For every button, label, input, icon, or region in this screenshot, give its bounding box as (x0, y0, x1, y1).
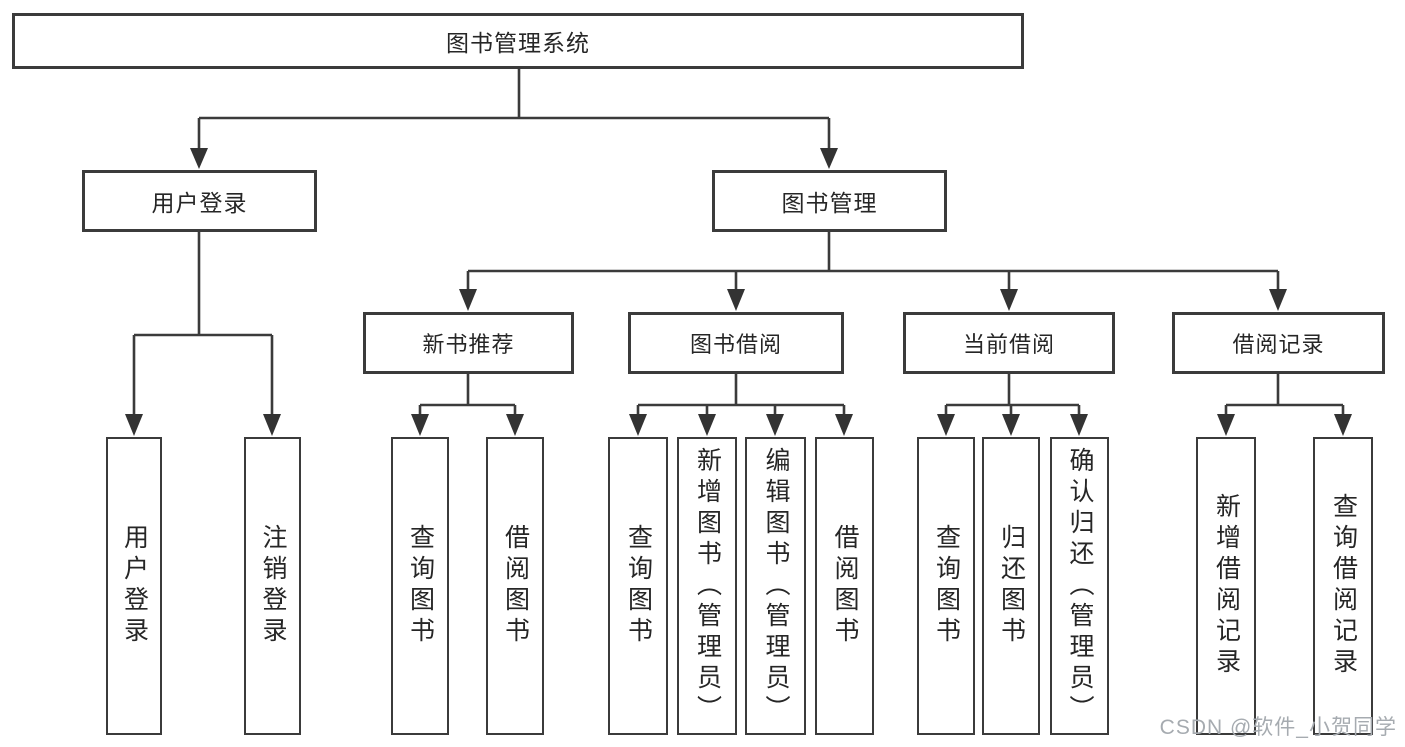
leaf-label: 归还图书 (997, 524, 1026, 648)
arrow-down-icon (1000, 289, 1018, 311)
node-book-management-label: 图书管理 (781, 190, 878, 216)
leaf-label: 查询图书 (624, 524, 653, 648)
connector-user-login (132, 232, 274, 416)
leaf-add-books-admin: 新增图书（管理员） (677, 437, 737, 735)
node-current-borrow-label: 当前借阅 (962, 332, 1055, 357)
leaf-query-books-2: 查询图书 (608, 437, 668, 735)
leaf-query-borrow-record: 查询借阅记录 (1313, 437, 1373, 735)
arrow-down-icon (766, 414, 784, 436)
node-borrow-records-label: 借阅记录 (1232, 332, 1325, 357)
leaf-label: 借阅图书 (831, 524, 859, 648)
arrow-down-icon (937, 414, 955, 436)
leaf-label: 编辑图书（管理员） (762, 446, 790, 726)
connector-root (197, 69, 831, 150)
leaf-label: 新增借阅记录 (1212, 493, 1241, 679)
node-book-management: 图书管理 (712, 170, 947, 232)
arrow-down-icon (820, 148, 838, 169)
node-book-borrow: 图书借阅 (628, 312, 844, 374)
arrow-down-icon (263, 414, 281, 436)
arrowheads (125, 148, 1352, 436)
arrow-down-icon (727, 289, 745, 311)
leaf-return-books: 归还图书 (982, 437, 1040, 735)
leaf-borrow-books-1: 借阅图书 (486, 437, 544, 735)
leaf-edit-books-admin: 编辑图书（管理员） (745, 437, 806, 735)
arrow-down-icon (629, 414, 647, 436)
arrow-down-icon (459, 289, 477, 311)
leaf-logout: 注销登录 (244, 437, 301, 735)
arrow-down-icon (125, 414, 143, 436)
leaf-borrow-books-2: 借阅图书 (815, 437, 874, 735)
leaf-label: 查询图书 (932, 524, 961, 648)
arrow-down-icon (1002, 414, 1020, 436)
leaf-label: 确认归还（管理员） (1066, 446, 1094, 726)
leaf-confirm-return-admin: 确认归还（管理员） (1050, 437, 1109, 735)
connector-book-borrow (636, 374, 846, 416)
leaf-query-books-3: 查询图书 (917, 437, 975, 735)
leaf-query-books-1: 查询图书 (391, 437, 449, 735)
node-user-login-label: 用户登录 (151, 190, 248, 216)
leaf-add-borrow-record: 新增借阅记录 (1196, 437, 1256, 735)
leaf-label: 注销登录 (259, 524, 287, 648)
connector-borrow-records (1224, 374, 1345, 416)
node-user-login: 用户登录 (82, 170, 317, 232)
node-new-books-label: 新书推荐 (422, 332, 515, 357)
node-new-books: 新书推荐 (363, 312, 574, 374)
arrow-down-icon (190, 148, 208, 169)
connector-new-books (418, 374, 517, 416)
node-current-borrow: 当前借阅 (903, 312, 1115, 374)
connector-current-borrow (944, 374, 1081, 416)
node-borrow-records: 借阅记录 (1172, 312, 1385, 374)
leaf-label: 新增图书（管理员） (693, 446, 722, 726)
node-root-label: 图书管理系统 (446, 30, 590, 56)
leaf-label: 查询借阅记录 (1329, 493, 1358, 679)
arrow-down-icon (506, 414, 524, 436)
arrow-down-icon (1269, 289, 1287, 311)
arrow-down-icon (835, 414, 853, 436)
node-book-borrow-label: 图书借阅 (689, 332, 782, 357)
csdn-watermark: CSDN @软件_小贺同学 (1159, 716, 1397, 739)
arrow-down-icon (1334, 414, 1352, 436)
leaf-label: 用户登录 (120, 524, 149, 648)
arrow-down-icon (698, 414, 716, 436)
arrow-down-icon (1217, 414, 1235, 436)
leaf-label: 查询图书 (406, 524, 435, 648)
arrow-down-icon (1070, 414, 1088, 436)
connector-book-management (466, 232, 1280, 292)
leaf-user-login: 用户登录 (106, 437, 162, 735)
node-root: 图书管理系统 (12, 13, 1024, 69)
arrow-down-icon (411, 414, 429, 436)
leaf-label: 借阅图书 (501, 524, 530, 648)
